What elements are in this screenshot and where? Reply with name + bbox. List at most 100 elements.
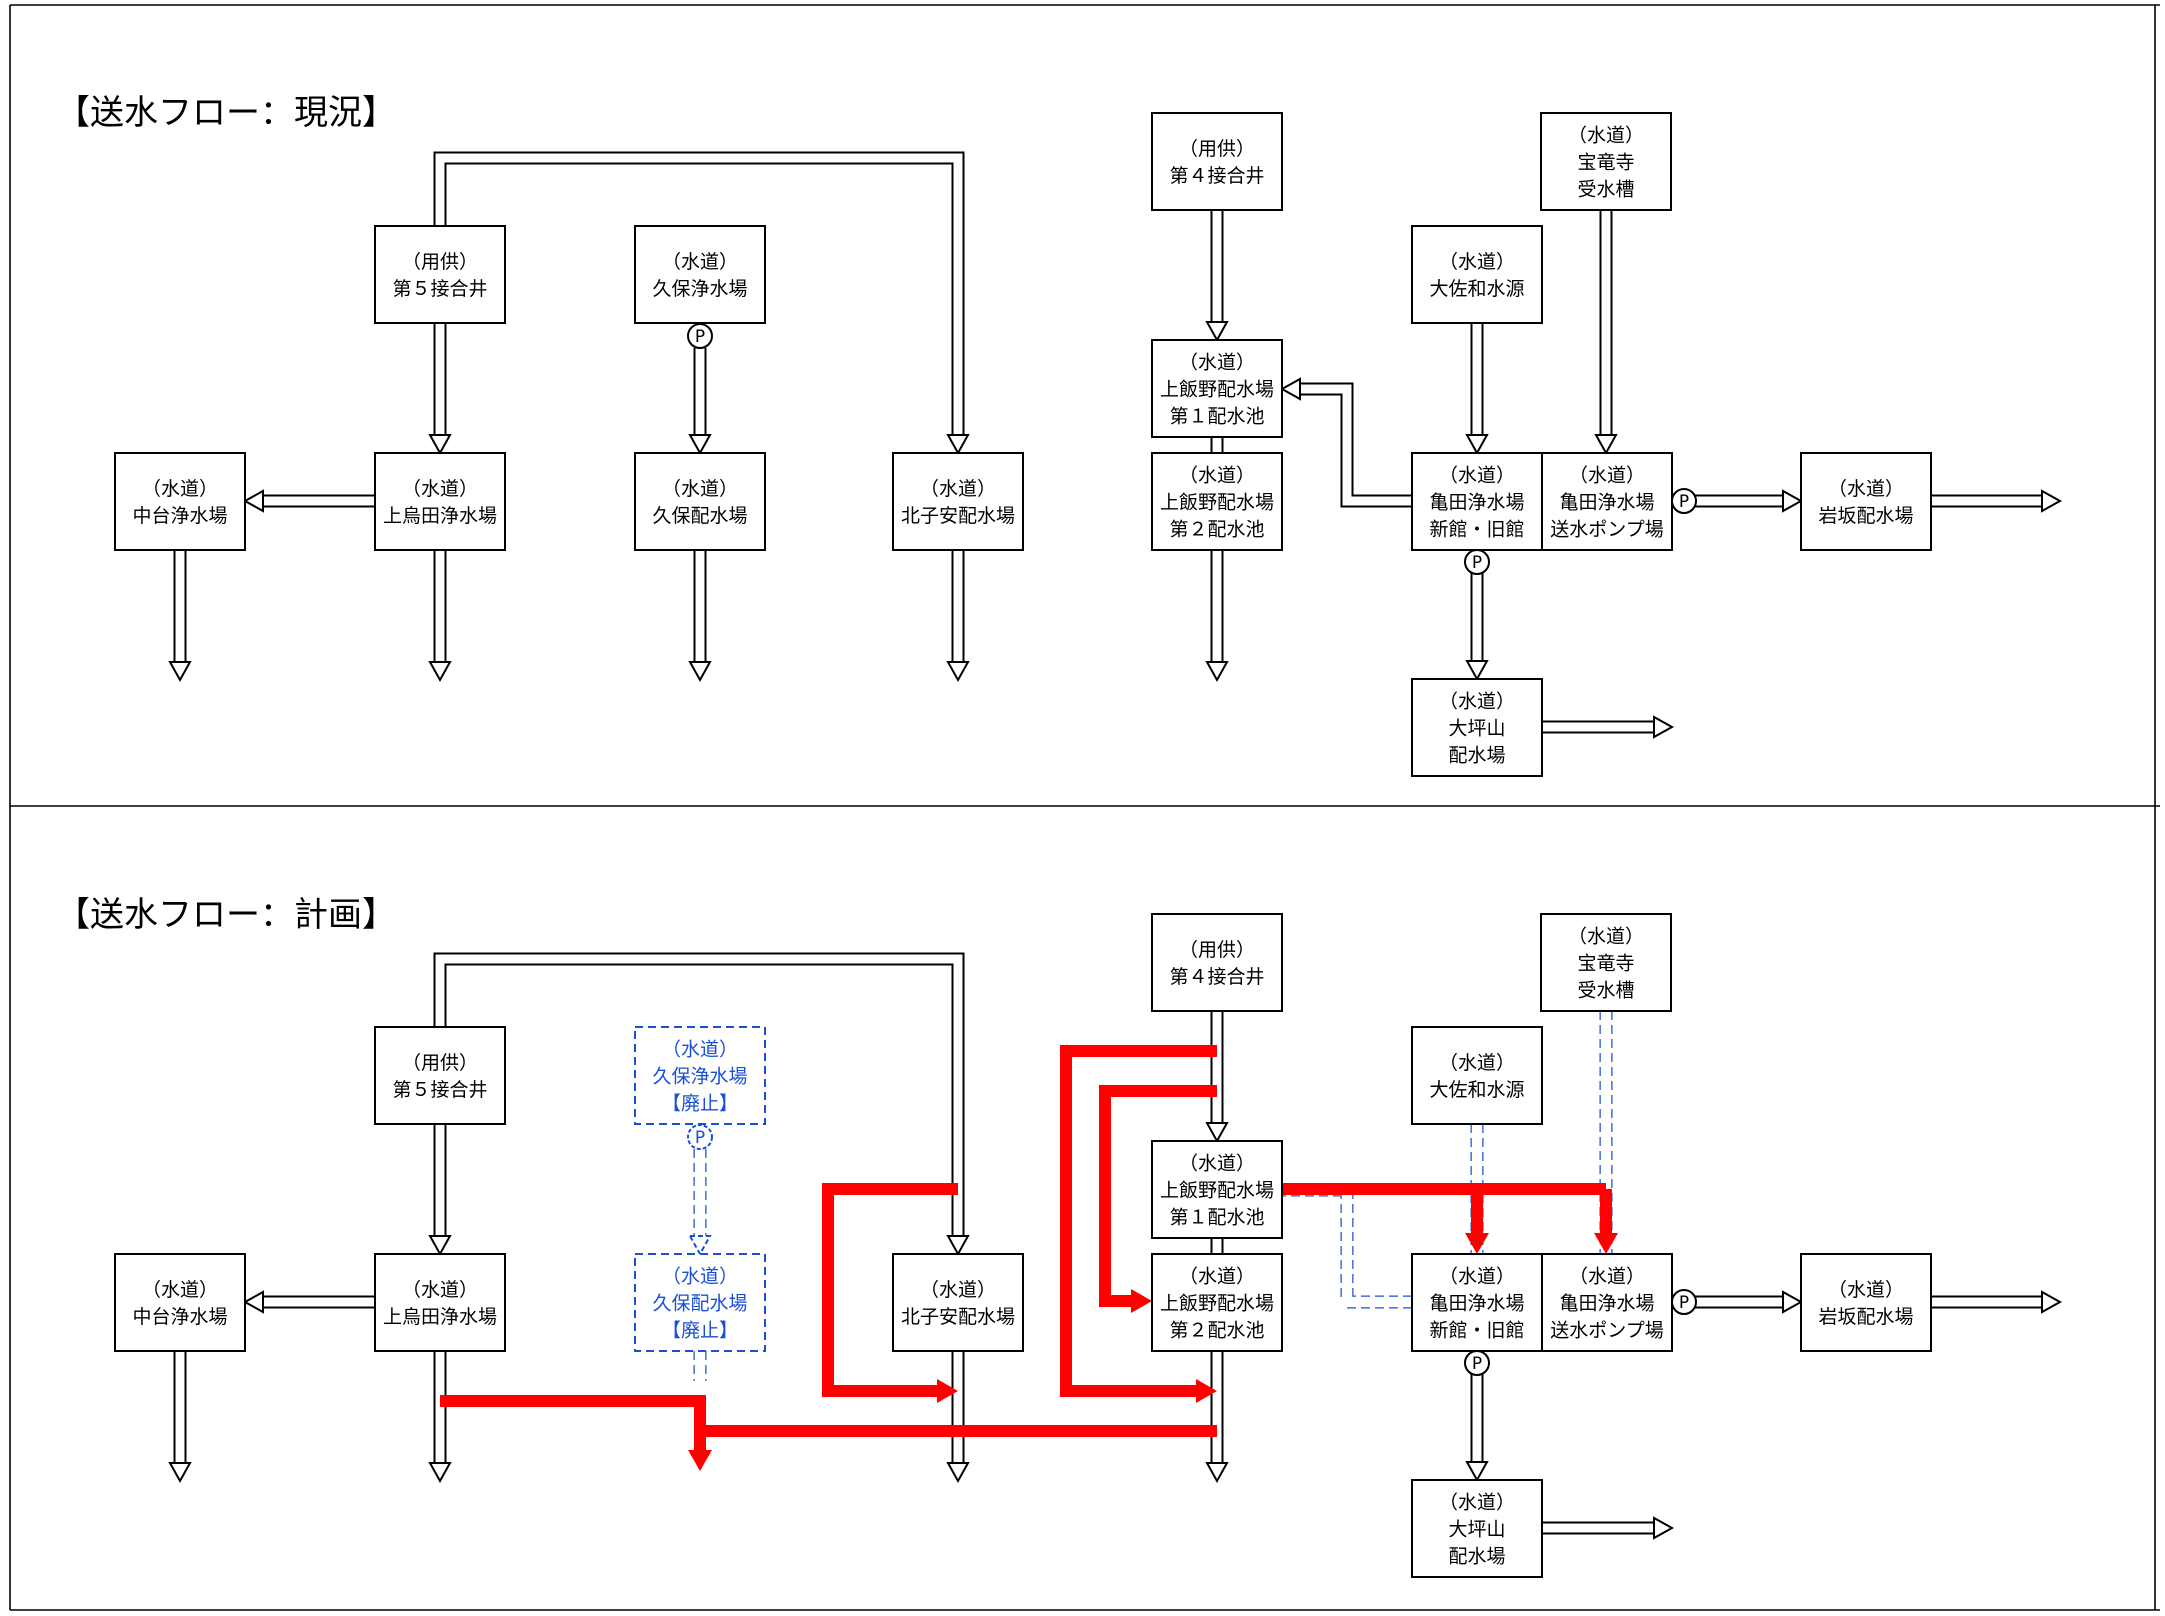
red-supply4-inner-arrowhead <box>1131 1289 1152 1313</box>
pipe-ky-out-current <box>946 550 970 683</box>
red-kitakoyasu-loop-line <box>822 1183 958 1397</box>
pipe-kt-out-plan <box>428 1351 452 1484</box>
node-nakadai-line-0: （水道） <box>142 1279 218 1301</box>
pipe-kameda-to-kamiiino-plan-inner <box>1282 1184 1412 1308</box>
node-kameda-pump-line-0: （水道） <box>1569 1266 1645 1288</box>
node-supply5-box <box>374 225 506 324</box>
pipe-kamitorita-to-nakadai-current <box>242 489 375 513</box>
pipe-nk-out-current-arrowhead <box>168 661 192 683</box>
node-kameda-new-line-1: 亀田浄水場 <box>1429 1293 1524 1315</box>
node-kamitorita-line-0: （水道） <box>402 478 478 500</box>
node-supply4-line-1: 第４接合井 <box>1169 165 1264 187</box>
node-otsuboyama-line-1: 大坪山 <box>1448 718 1505 740</box>
node-otsuboyama-line-2: 配水場 <box>1448 1546 1505 1568</box>
pipe-nk-out-plan-arrowhead <box>168 1462 192 1484</box>
node-kamiiino2-box <box>1151 452 1283 551</box>
pipe-kubo-plant-to-dist-current-arrowhead <box>688 434 712 456</box>
pipe-housenji-to-kameda-current-arrowhead <box>1594 434 1618 456</box>
node-kamitorita-line-1: 上烏田浄水場 <box>383 505 497 527</box>
node-supply5-plan: （用供）第５接合井 <box>374 1026 506 1125</box>
pump-kameda-east-plan: P <box>1671 1289 1697 1315</box>
node-kubo-plant-box <box>634 1026 766 1125</box>
node-kamiiino2-line-2: 第２配水池 <box>1169 1320 1264 1342</box>
title-plan: 【送水フロー：計画】 <box>56 895 396 935</box>
node-osawa-current: （水道）大佐和水源 <box>1411 225 1543 324</box>
pipe-ky-out-plan <box>946 1351 970 1484</box>
node-iwasaka-line-1: 岩坂配水場 <box>1818 1306 1913 1328</box>
pipe-supply5-to-kamitorita-plan <box>428 1124 452 1257</box>
pipe-kameda-to-kamiiino-current-outer <box>1299 382 1412 508</box>
pipe-kt-out-current-arrowhead <box>428 661 452 683</box>
red-flow-layer <box>440 1045 1618 1471</box>
pipe-nk-out-current <box>168 550 192 683</box>
pump-kubo-plan-label: P <box>695 1128 705 1148</box>
pump-kubo-current: P <box>687 323 713 349</box>
node-kitakoyasu-plan: （水道）北子安配水場 <box>892 1253 1024 1352</box>
node-kubo-plant-line-1: 久保浄水場 <box>652 1066 747 1088</box>
node-supply5-line-0: （用供） <box>402 251 478 273</box>
node-otsuboyama-line-2: 配水場 <box>1448 745 1505 767</box>
pump-kameda-south-current-circle <box>1464 549 1490 575</box>
pipe-otsuboyama-out-plan <box>1542 1516 1675 1540</box>
pipe-kameda-to-iwasaka-current-arrowhead <box>1782 489 1804 513</box>
red-supply4-outer <box>1060 1045 1217 1403</box>
node-housenji-line-0: （水道） <box>1568 125 1644 147</box>
node-kameda-new-box <box>1411 452 1543 551</box>
node-kamiiino2-line-1: 上飯野配水場 <box>1160 1293 1274 1315</box>
node-kubo-dist-plan: （水道）久保配水場【廃止】 <box>634 1253 766 1352</box>
node-kamiiino1-box <box>1151 339 1283 438</box>
node-kameda-pump-line-2: 送水ポンプ場 <box>1550 1320 1663 1342</box>
node-osawa-box <box>1411 225 1543 324</box>
node-osawa-line-0: （水道） <box>1439 251 1515 273</box>
node-supply5-line-0: （用供） <box>402 1052 478 1074</box>
node-otsuboyama-line-0: （水道） <box>1439 1492 1515 1514</box>
pipe-kb-out-current <box>688 550 712 683</box>
node-housenji-box <box>1540 112 1672 211</box>
pipe-kt-out-current <box>428 550 452 683</box>
node-supply4-box <box>1151 913 1283 1012</box>
node-otsuboyama-line-0: （水道） <box>1439 691 1515 713</box>
pipe-iwasaka-out-plan-arrowhead <box>2041 1290 2063 1314</box>
pump-kubo-current-label: P <box>695 327 705 347</box>
node-otsuboyama-line-1: 大坪山 <box>1448 1519 1505 1541</box>
red-kitakoyasu-loop-arrowhead <box>937 1379 958 1403</box>
node-kamiiino2-line-0: （水道） <box>1179 465 1255 487</box>
node-kubo-plant-line-1: 久保浄水場 <box>652 278 747 300</box>
node-kameda-new-box <box>1411 1253 1543 1352</box>
node-supply4-line-0: （用供） <box>1179 138 1255 160</box>
pipe-supply4-to-kamiiino-current <box>1205 210 1229 343</box>
node-kubo-dist-box <box>634 1253 766 1352</box>
node-kamiiino1-line-0: （水道） <box>1179 1153 1255 1175</box>
node-kamiiino1-line-2: 第１配水池 <box>1169 406 1264 428</box>
pipe-kamiiino-out-plan <box>1205 1351 1229 1484</box>
node-kubo-plant-box <box>634 225 766 324</box>
node-housenji-line-2: 受水槽 <box>1577 179 1634 201</box>
node-iwasaka-plan: （水道）岩坂配水場 <box>1800 1253 1932 1352</box>
pipe-kamiiino-out-current-arrowhead <box>1205 661 1229 683</box>
node-kitakoyasu-line-1: 北子安配水場 <box>901 505 1015 527</box>
pipe-loop-current <box>433 151 970 456</box>
node-supply5-current: （用供）第５接合井 <box>374 225 506 324</box>
node-osawa-line-1: 大佐和水源 <box>1429 1079 1524 1101</box>
pipe-kameda-to-otsuboyama-current-arrowhead <box>1465 660 1489 682</box>
node-supply4-line-0: （用供） <box>1179 939 1255 961</box>
pipe-kameda-to-iwasaka-plan-arrowhead <box>1782 1290 1804 1314</box>
node-housenji-line-1: 宝竜寺 <box>1577 152 1634 174</box>
panel-borders <box>9 4 2160 1611</box>
pump-kameda-east-current-label: P <box>1679 492 1689 512</box>
node-nakadai-box <box>114 452 246 551</box>
node-kamiiino1-line-0: （水道） <box>1179 352 1255 374</box>
node-kubo-dist-line-1: 久保配水場 <box>652 505 747 527</box>
node-kameda-pump-line-0: （水道） <box>1569 465 1645 487</box>
node-housenji-line-1: 宝竜寺 <box>1577 953 1634 975</box>
pipe-supply4-to-kamiiino-current-arrowhead <box>1205 321 1229 343</box>
pipe-loop-current-arrowhead <box>946 434 970 456</box>
node-kamiiino1-line-2: 第１配水池 <box>1169 1207 1264 1229</box>
pipe-osawa-to-kameda-current <box>1465 323 1489 456</box>
